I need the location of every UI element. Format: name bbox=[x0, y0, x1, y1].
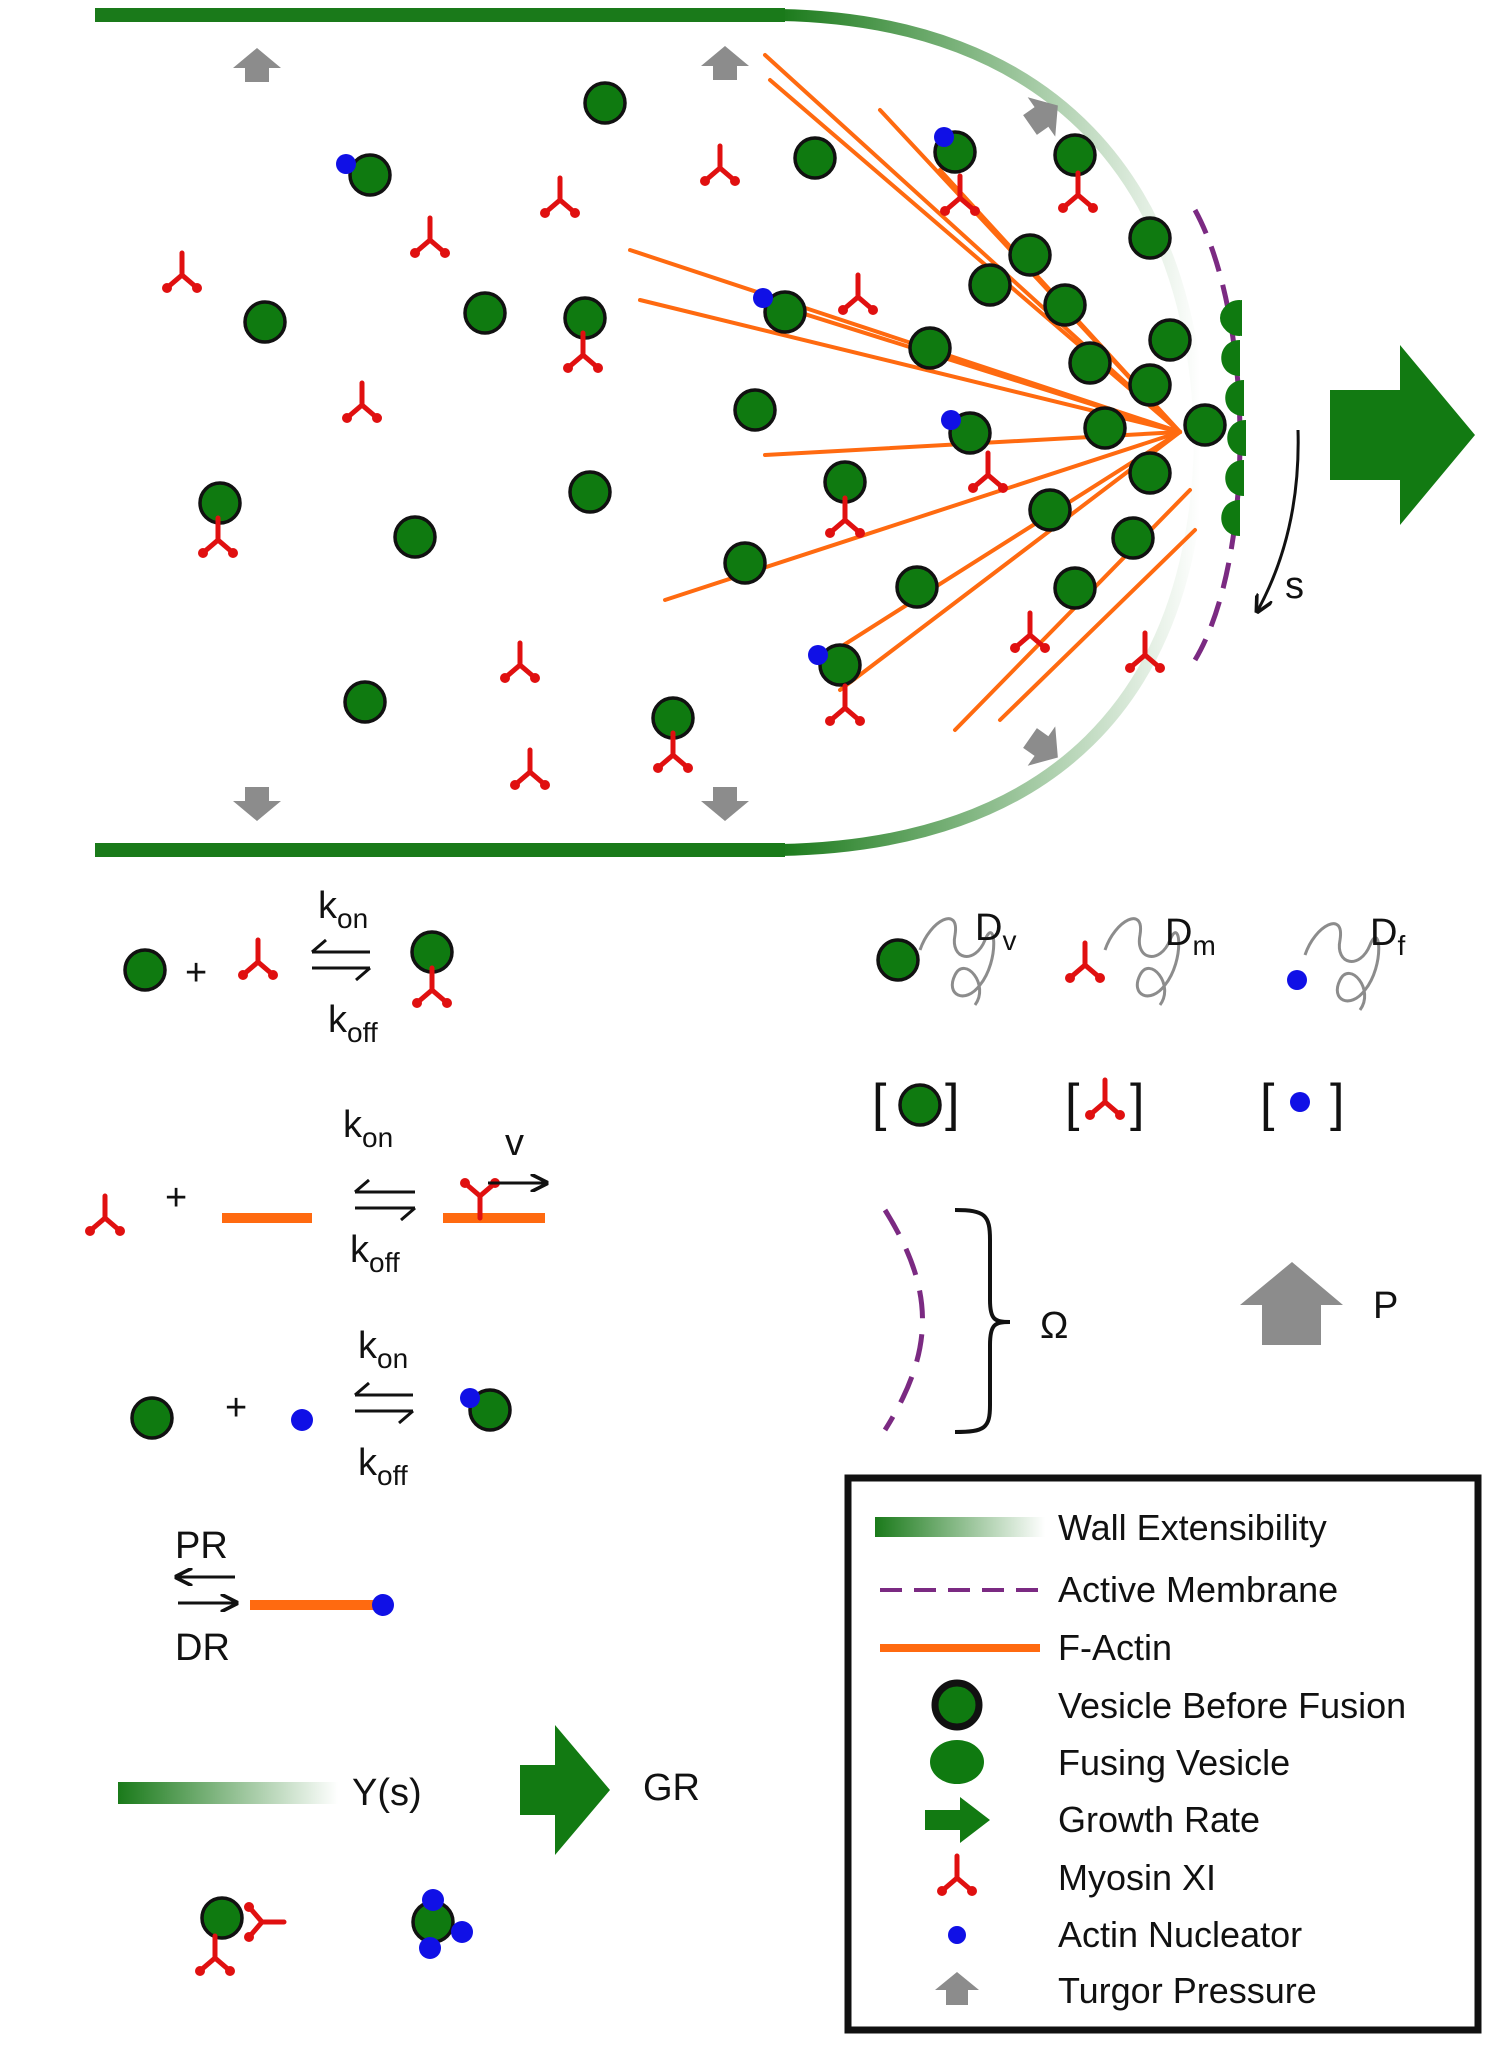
koff-label-3: koff bbox=[358, 1442, 408, 1491]
svg-text:Wall Extensibility: Wall Extensibility bbox=[1058, 1507, 1327, 1548]
df-label: Df bbox=[1370, 912, 1405, 961]
s-label: s bbox=[1285, 565, 1304, 607]
growth-rate-arrow bbox=[1330, 345, 1475, 525]
svg-text:[: [ bbox=[1065, 1074, 1080, 1132]
legend-item-growth: Growth Rate bbox=[925, 1797, 1260, 1843]
dr-label: DR bbox=[175, 1627, 230, 1669]
gr-label: GR bbox=[643, 1767, 700, 1809]
omega-label: Ω bbox=[1040, 1305, 1068, 1347]
kon-label: kon bbox=[318, 885, 368, 934]
svg-text:Myosin XI: Myosin XI bbox=[1058, 1857, 1216, 1898]
reaction-vesicle-nucleator: + kon koff bbox=[130, 1325, 512, 1491]
velocity-label: v bbox=[505, 1122, 524, 1164]
koff-label: koff bbox=[328, 999, 378, 1048]
bound-myosins bbox=[198, 173, 1098, 773]
svg-text:[: [ bbox=[1260, 1074, 1275, 1132]
active-membrane bbox=[1192, 208, 1243, 662]
kon-label-2: kon bbox=[343, 1104, 393, 1153]
polymerization-depolymerization: PR DR bbox=[175, 1525, 394, 1669]
fusing-vesicles bbox=[1220, 300, 1246, 536]
pr-label: PR bbox=[175, 1525, 228, 1567]
wall-extensibility-relation: Y(s) GR bbox=[118, 1725, 700, 1855]
svg-text:]: ] bbox=[945, 1074, 959, 1132]
pressure-symbol: P bbox=[1240, 1262, 1398, 1345]
reaction-myosin-actin: + kon koff v bbox=[85, 1104, 545, 1278]
ys-label: Y(s) bbox=[352, 1772, 422, 1814]
svg-text:Fusing Vesicle: Fusing Vesicle bbox=[1058, 1742, 1290, 1783]
kon-label-3: kon bbox=[358, 1325, 408, 1374]
svg-text:F-Actin: F-Actin bbox=[1058, 1627, 1172, 1668]
p-label: P bbox=[1373, 1285, 1398, 1327]
dv-label: Dv bbox=[975, 907, 1016, 956]
svg-text:Active Membrane: Active Membrane bbox=[1058, 1569, 1338, 1610]
svg-text:Actin Nucleator: Actin Nucleator bbox=[1058, 1914, 1302, 1955]
legend-item-fusing: Fusing Vesicle bbox=[930, 1740, 1290, 1784]
svg-text:]: ] bbox=[1130, 1074, 1144, 1132]
bottom-complexes bbox=[195, 1889, 473, 1976]
legend-item-wall: Wall Extensibility bbox=[875, 1507, 1327, 1548]
legend-item-pressure: Turgor Pressure bbox=[935, 1970, 1317, 2011]
svg-text:+: + bbox=[165, 1177, 187, 1219]
svg-text:+: + bbox=[225, 1387, 247, 1429]
svg-text:]: ] bbox=[1330, 1074, 1344, 1132]
svg-text:+: + bbox=[185, 952, 207, 994]
legend-item-nucleator: Actin Nucleator bbox=[948, 1914, 1302, 1955]
s-arc-arrow: s bbox=[1258, 429, 1304, 610]
legend-item-vesicle: Vesicle Before Fusion bbox=[931, 1679, 1406, 1731]
legend: Wall Extensibility Active Membrane F-Act… bbox=[844, 1474, 1482, 2034]
actin-nucleators bbox=[336, 127, 961, 665]
legend-item-factin: F-Actin bbox=[880, 1627, 1172, 1668]
concentrations: [ ] [ ] [ ] bbox=[872, 1074, 1344, 1132]
dm-label: Dm bbox=[1165, 912, 1216, 961]
diffusion-coefficients: Dv Dm Df bbox=[876, 907, 1405, 1011]
legend-item-membrane: Active Membrane bbox=[880, 1569, 1338, 1610]
svg-text:Turgor Pressure: Turgor Pressure bbox=[1058, 1970, 1317, 2011]
svg-text:[: [ bbox=[872, 1074, 887, 1132]
reaction-vesicle-myosin: + kon koff bbox=[123, 885, 452, 1048]
koff-label-2: koff bbox=[350, 1229, 400, 1278]
omega-membrane: Ω bbox=[882, 1208, 1068, 1434]
legend-item-myosin: Myosin XI bbox=[937, 1856, 1216, 1898]
cell-wall bbox=[95, 8, 1206, 857]
svg-text:Vesicle Before Fusion: Vesicle Before Fusion bbox=[1058, 1685, 1406, 1726]
svg-text:Growth Rate: Growth Rate bbox=[1058, 1799, 1260, 1840]
